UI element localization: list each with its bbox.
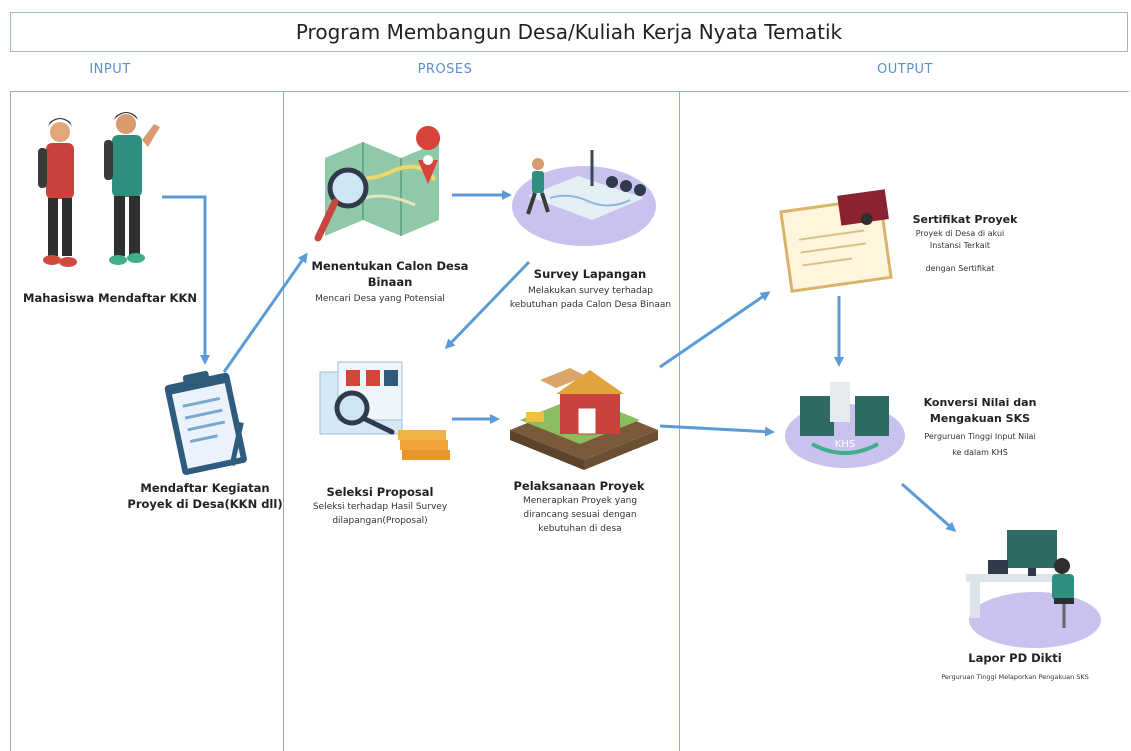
column-header-input: INPUT [89, 62, 131, 77]
arrow-daftar-to-calon [222, 252, 308, 373]
survey-illustration [512, 150, 656, 246]
label-sertifikat-desc1: Proyek di Desa di akui Instansi Terkait [915, 229, 1005, 250]
label-lapor-desc: Perguruan Tinggi Melaporkan Pengakuan SK… [941, 673, 1089, 681]
column-header-output: OUTPUT [877, 62, 933, 77]
flow-arrows [162, 190, 957, 532]
label-survey-title: Survey Lapangan [533, 267, 647, 281]
clipboard-illustration [164, 370, 247, 476]
diagram-title-box: Program Membangun Desa/Kuliah Kerja Nyat… [10, 12, 1128, 52]
certificate-illustration [779, 189, 893, 293]
barn-illustration [510, 368, 658, 470]
label-pelaksanaan-title: Pelaksanaan Proyek [513, 479, 645, 493]
label-sertifikat-title: Sertifikat Proyek [912, 213, 1018, 226]
arrow-konversi-to-lapor [901, 482, 957, 532]
label-lapor-title: Lapor PD Dikti [968, 651, 1062, 665]
label-konversi-desc2: ke dalam KHS [952, 448, 1008, 457]
desk-illustration [966, 530, 1101, 648]
label-sertifikat-desc2: dengan Sertifikat [925, 264, 995, 273]
label-survey-desc: Melakukan survey terhadap kebutuhan pada… [509, 286, 672, 310]
label-seleksi-desc: Seleksi terhadap Hasil Survey dilapangan… [312, 502, 448, 526]
arrow-pelaksanaan-to-sertifikat [659, 291, 771, 369]
map-illustration [314, 126, 441, 242]
khs-illustration [785, 382, 905, 468]
students-illustration [38, 112, 160, 267]
arrow-mhs-to-daftar [162, 195, 210, 365]
panel-output [679, 91, 1129, 751]
label-calon-title: Menentukan Calon Desa Binaan [311, 259, 469, 289]
proposal-illustration [319, 361, 450, 460]
label-seleksi-title: Seleksi Proposal [326, 485, 434, 499]
label-konversi-title: Konversi Nilai dan Mengakuan SKS [923, 396, 1037, 425]
column-header-proses: PROSES [417, 62, 473, 77]
label-pelaksanaan-desc: Menerapkan Proyek yang dirancang sesuai … [522, 496, 638, 534]
arrow-survey-to-seleksi [444, 260, 531, 350]
arrow-pelaksanaan-to-konversi [659, 424, 775, 437]
khs-badge: KHS [835, 439, 855, 450]
label-mhs-title: Mahasiswa Mendaftar KKN [23, 291, 197, 305]
diagram-title: Program Membangun Desa/Kuliah Kerja Nyat… [295, 20, 843, 44]
label-calon-desc: Mencari Desa yang Potensial [315, 294, 445, 304]
label-daftar-title: Mendaftar Kegiatan Proyek di Desa(KKN dl… [127, 481, 283, 511]
label-konversi-desc1: Perguruan Tinggi Input Nilai [924, 432, 1036, 441]
